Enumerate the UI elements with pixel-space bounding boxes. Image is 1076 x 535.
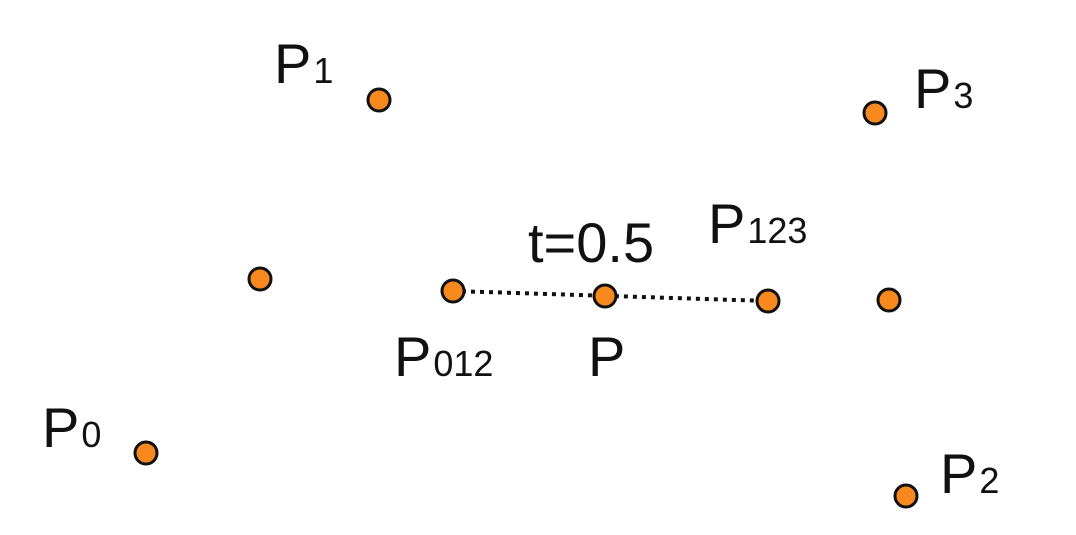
control-point-p1 xyxy=(366,87,392,113)
label-p123: P123 xyxy=(708,192,807,255)
label-p2: P2 xyxy=(940,442,999,505)
label-p1: P1 xyxy=(274,32,333,95)
intermediate-point-p23 xyxy=(876,287,902,313)
control-point-p3 xyxy=(862,100,888,126)
intermediate-point-p123 xyxy=(755,288,781,314)
intermediate-point-p012 xyxy=(440,278,466,304)
label-p3: P3 xyxy=(914,57,973,120)
control-point-p2 xyxy=(893,483,919,509)
segment-p012-p123 xyxy=(452,289,769,303)
control-point-p0 xyxy=(133,440,159,466)
intermediate-point-p01 xyxy=(247,266,273,292)
label-p0: P0 xyxy=(42,396,101,459)
label-p: P xyxy=(588,325,625,388)
label-p012: P012 xyxy=(394,325,493,388)
parameter-label: t=0.5 xyxy=(528,211,654,274)
curve-point-p xyxy=(592,283,618,309)
